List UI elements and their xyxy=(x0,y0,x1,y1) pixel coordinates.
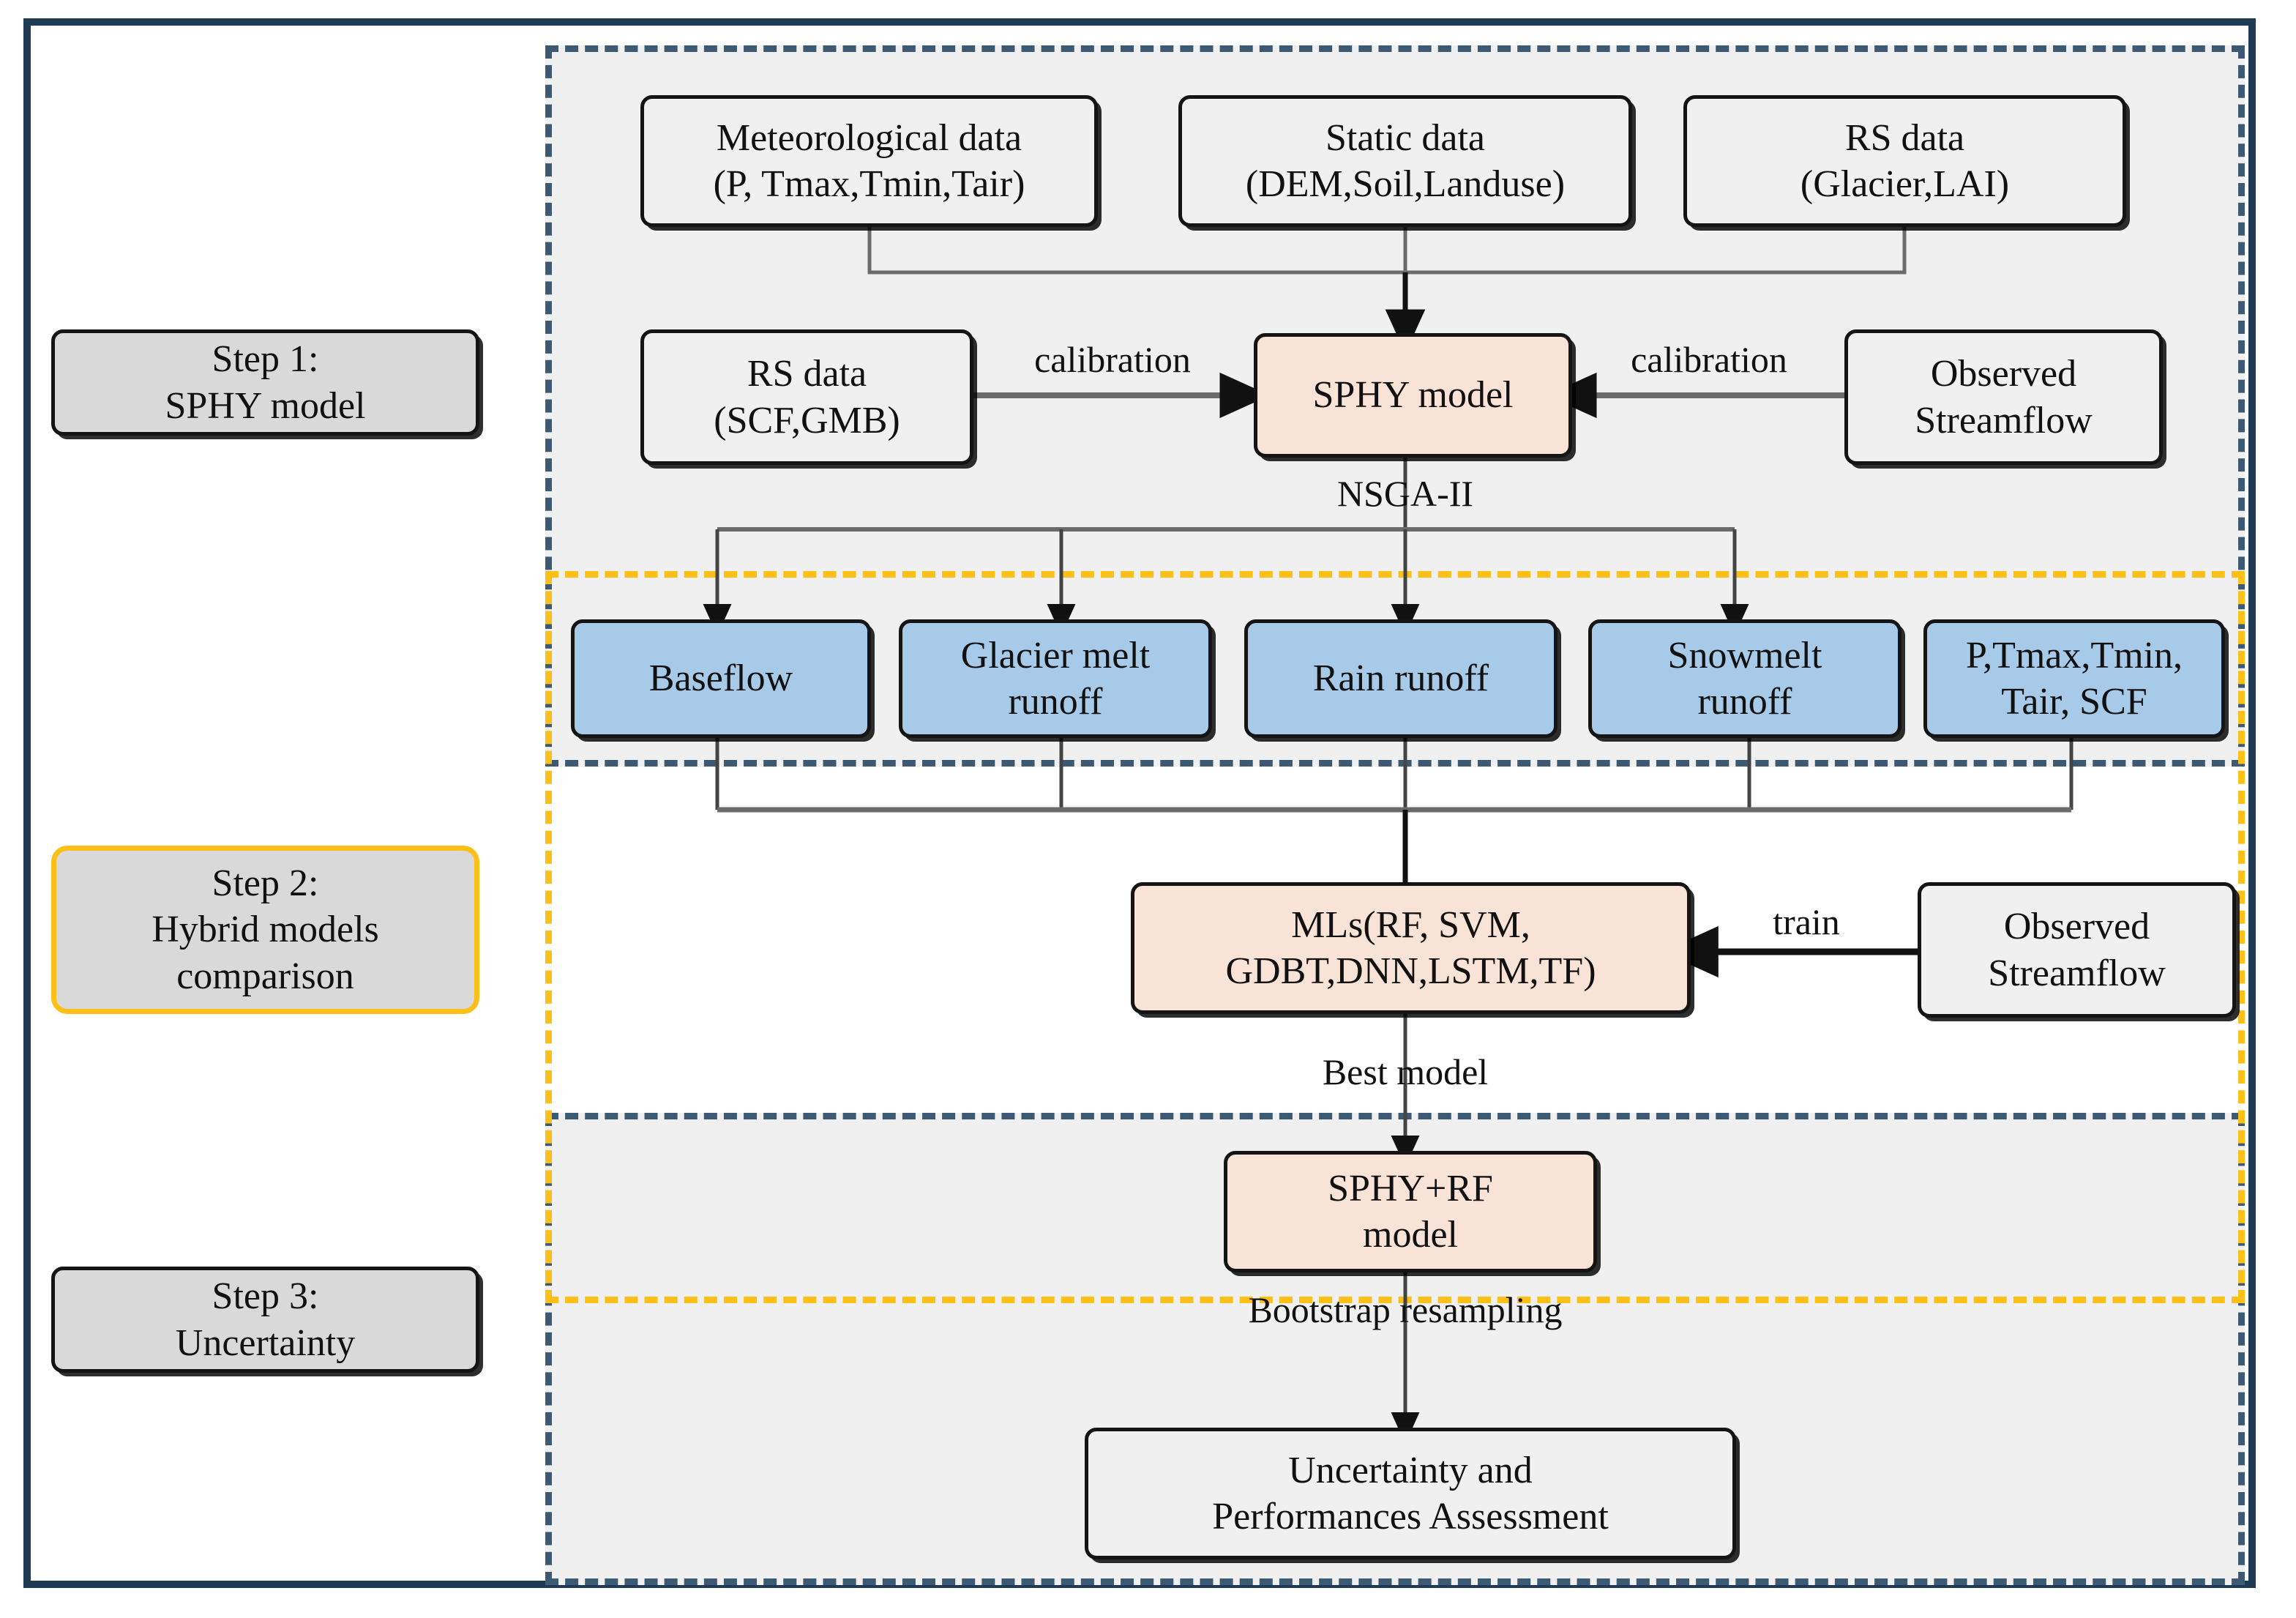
node-glacier-melt-runoff: Glacier melt runoff xyxy=(899,619,1212,738)
glacier-melt-runoff-line2: runoff xyxy=(1008,681,1103,723)
node-rain-runoff: Rain runoff xyxy=(1244,619,1558,738)
step-label-2: Step 2: Hybrid models comparison xyxy=(51,846,479,1014)
node-sphy-model: SPHY model xyxy=(1254,333,1572,458)
snowmelt-runoff-line1: Snowmelt xyxy=(1667,634,1822,676)
step2-line3: comparison xyxy=(176,955,354,997)
forcings-line2: Tair, SCF xyxy=(2001,681,2147,723)
rs-data-left-line2: (SCF,GMB) xyxy=(714,399,900,441)
node-snowmelt-runoff: Snowmelt runoff xyxy=(1588,619,1902,738)
step2-line2: Hybrid models xyxy=(152,909,379,951)
snowmelt-runoff-line2: runoff xyxy=(1697,681,1792,723)
step1-line2: SPHY model xyxy=(165,384,366,427)
node-observed-streamflow-2: Observed Streamflow xyxy=(1918,882,2236,1018)
rs-data-left-line1: RS data xyxy=(747,353,867,395)
uncertainty-assessment-line2: Performances Assessment xyxy=(1212,1496,1609,1537)
sphy-rf-model-line2: model xyxy=(1363,1214,1458,1256)
node-rs-data-top: RS data (Glacier,LAI) xyxy=(1683,95,2126,227)
node-rs-data-left: RS data (SCF,GMB) xyxy=(640,329,973,465)
node-forcings: P,Tmax,Tmin, Tair, SCF xyxy=(1923,619,2225,738)
rs-data-top-line2: (Glacier,LAI) xyxy=(1800,163,2010,205)
node-meteorological-data: Meteorological data (P, Tmax,Tmin,Tair) xyxy=(640,95,1098,227)
observed-streamflow-1-line2: Streamflow xyxy=(1915,399,2093,441)
step3-line1: Step 3: xyxy=(212,1275,319,1318)
uncertainty-assessment-line1: Uncertainty and xyxy=(1288,1449,1533,1491)
observed-streamflow-2-line2: Streamflow xyxy=(1988,952,2166,994)
meteorological-data-line1: Meteorological data xyxy=(716,116,1022,159)
forcings-line1: P,Tmax,Tmin, xyxy=(1965,634,2183,676)
node-mls: MLs(RF, SVM, GDBT,DNN,LSTM,TF) xyxy=(1131,882,1691,1014)
step1-line1: Step 1: xyxy=(212,338,319,381)
observed-streamflow-1-line1: Observed xyxy=(1930,353,2077,395)
node-sphy-rf-model: SPHY+RF model xyxy=(1224,1151,1597,1272)
region-step2 xyxy=(545,571,2245,1303)
edge-label-bootstrap: Bootstrap resampling xyxy=(1248,1289,1563,1330)
sphy-rf-model-line1: SPHY+RF xyxy=(1328,1167,1493,1209)
static-data-line2: (DEM,Soil,Landuse) xyxy=(1245,163,1566,205)
rain-runoff-label: Rain runoff xyxy=(1312,657,1489,700)
edge-label-calibration-right: calibration xyxy=(1631,339,1787,380)
node-observed-streamflow-1: Observed Streamflow xyxy=(1844,329,2163,465)
baseflow-label: Baseflow xyxy=(648,657,793,700)
sphy-model-label: SPHY model xyxy=(1312,374,1514,417)
static-data-line1: Static data xyxy=(1325,116,1485,159)
step-label-1: Step 1: SPHY model xyxy=(51,329,479,436)
step-label-3: Step 3: Uncertainty xyxy=(51,1267,479,1373)
meteorological-data-line2: (P, Tmax,Tmin,Tair) xyxy=(713,163,1025,205)
edge-label-nsga2: NSGA-II xyxy=(1336,473,1474,514)
edge-label-calibration-left: calibration xyxy=(1034,339,1191,380)
step2-line1: Step 2: xyxy=(212,862,319,904)
glacier-melt-runoff-line1: Glacier melt xyxy=(960,634,1151,676)
mls-line1: MLs(RF, SVM, xyxy=(1291,903,1530,946)
mls-line2: GDBT,DNN,LSTM,TF) xyxy=(1225,950,1596,992)
edge-label-best-model: Best model xyxy=(1322,1051,1489,1092)
node-baseflow: Baseflow xyxy=(571,619,871,738)
node-uncertainty-assessment: Uncertainty and Performances Assessment xyxy=(1085,1428,1736,1559)
rs-data-top-line1: RS data xyxy=(1844,116,1965,159)
node-static-data: Static data (DEM,Soil,Landuse) xyxy=(1178,95,1632,227)
observed-streamflow-2-line1: Observed xyxy=(2003,906,2150,948)
edge-label-train: train xyxy=(1773,901,1840,942)
step3-line2: Uncertainty xyxy=(175,1321,356,1364)
